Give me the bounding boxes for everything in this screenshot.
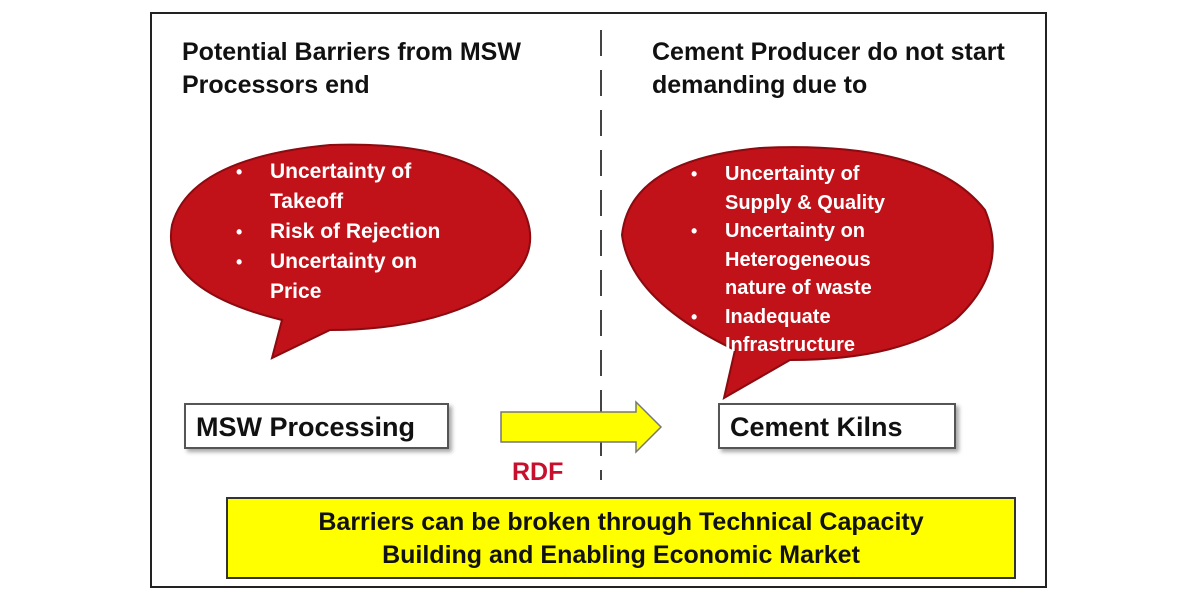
list-item-text: Takeoff xyxy=(270,190,344,213)
rdf-arrow xyxy=(500,400,663,454)
banner-line: Barriers can be broken through Technical… xyxy=(318,508,924,536)
list-item: Inadequate Infrastructure xyxy=(691,303,885,360)
list-item-text: Infrastructure xyxy=(725,334,856,356)
list-item-text: Uncertainty of xyxy=(725,163,860,185)
list-item-text: Uncertainty on xyxy=(270,250,418,273)
list-item-text: Heterogeneous xyxy=(725,248,871,271)
right-heading: Cement Producer do not start demanding d… xyxy=(652,36,1005,102)
list-item-text: Uncertainty on xyxy=(725,220,866,242)
list-item: Uncertainty on Price xyxy=(236,247,440,307)
msw-processing-box: MSW Processing xyxy=(184,403,449,449)
right-bubble-list: Uncertainty of Supply & Quality Uncertai… xyxy=(691,160,885,360)
left-heading-line: Processors end xyxy=(182,71,370,99)
list-item-text: nature of waste xyxy=(725,277,872,299)
left-bubble-list: Uncertainty of Takeoff Risk of Rejection… xyxy=(236,157,440,307)
list-item-text: Inadequate xyxy=(725,305,831,328)
right-heading-line: Cement Producer do not start xyxy=(652,38,1005,66)
conclusion-banner: Barriers can be broken through Technical… xyxy=(226,497,1016,579)
list-item: Uncertainty of Supply & Quality xyxy=(691,160,885,217)
left-heading: Potential Barriers from MSW Processors e… xyxy=(182,36,521,102)
banner-line: Building and Enabling Economic Market xyxy=(382,541,860,569)
list-item-text: Uncertainty of xyxy=(270,160,412,183)
list-item-text: Price xyxy=(270,280,322,303)
left-heading-line: Potential Barriers from MSW xyxy=(182,38,521,66)
right-heading-line: demanding due to xyxy=(652,71,868,99)
list-item-text: Risk of Rejection xyxy=(270,220,441,243)
cement-kilns-box: Cement Kilns xyxy=(718,403,956,449)
list-item-text: Supply & Quality xyxy=(725,191,886,214)
list-item: Uncertainty on Heterogeneous nature of w… xyxy=(691,217,885,303)
list-item: Uncertainty of Takeoff xyxy=(236,157,440,217)
list-item: Risk of Rejection xyxy=(236,217,440,247)
rdf-label: RDF xyxy=(512,458,564,486)
